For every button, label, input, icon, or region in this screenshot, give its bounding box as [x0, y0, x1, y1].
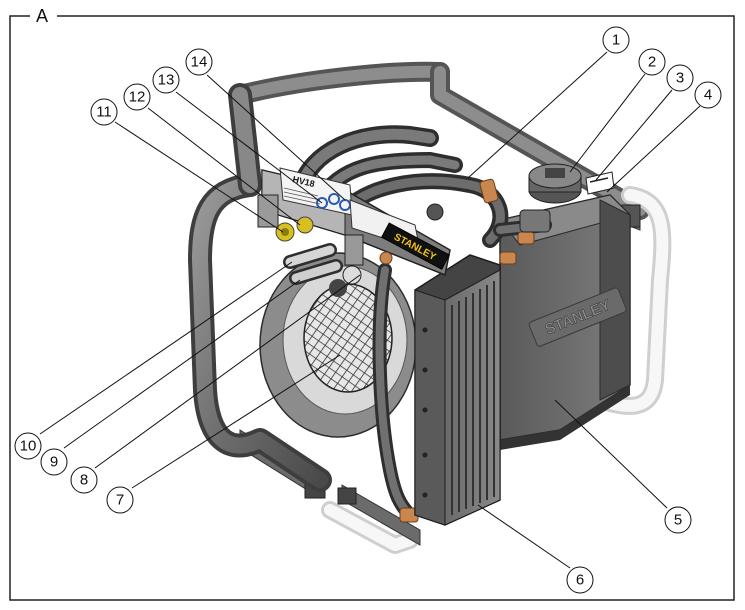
svg-text:1: 1 [612, 32, 620, 49]
leader-8 [94, 274, 361, 469]
svg-text:8: 8 [80, 472, 88, 489]
callout-8: 8 [70, 466, 98, 494]
svg-text:5: 5 [674, 512, 682, 529]
leader-12 [147, 107, 301, 226]
callout-9: 9 [40, 448, 68, 476]
fan-shroud [259, 252, 417, 438]
svg-text:6: 6 [576, 572, 584, 589]
oil-cooler [414, 254, 501, 526]
callout-11: 11 [90, 98, 118, 126]
hose-fittings [399, 178, 551, 523]
callout-7: 7 [106, 486, 134, 514]
callout-6: 6 [566, 566, 594, 594]
callout-4: 4 [694, 81, 722, 109]
callout-13: 13 [152, 66, 180, 94]
leader-11 [114, 121, 284, 233]
leader-lines [39, 51, 701, 569]
leader-3 [595, 89, 673, 181]
callout-2: 2 [638, 48, 666, 76]
svg-text:2: 2 [648, 54, 656, 71]
callout-14: 14 [185, 48, 213, 76]
model-label: HV18 [292, 174, 316, 189]
leader-13 [175, 91, 323, 204]
frame-label: A [36, 6, 48, 26]
svg-text:12: 12 [129, 89, 146, 106]
leader-7 [131, 354, 341, 489]
callout-1: 1 [602, 26, 630, 54]
leader-4 [606, 105, 701, 193]
svg-text:14: 14 [191, 54, 208, 71]
callouts: 1 2 3 4 5 6 7 8 9 10 11 12 13 14 [14, 26, 722, 594]
roll-cage-front [188, 83, 332, 492]
leader-6 [477, 504, 571, 569]
hydraulic-reservoir: STANLEY [499, 163, 631, 450]
callout-12: 12 [123, 83, 151, 111]
leader-5 [554, 399, 668, 509]
svg-text:11: 11 [96, 104, 112, 121]
leader-14 [206, 74, 346, 201]
leader-10 [39, 261, 293, 435]
callout-10: 10 [14, 432, 42, 460]
svg-text:9: 9 [50, 454, 58, 471]
svg-text:10: 10 [20, 438, 37, 455]
svg-text:13: 13 [158, 72, 175, 89]
leader-1 [467, 51, 608, 179]
leader-9 [63, 279, 301, 449]
svg-text:3: 3 [676, 70, 684, 87]
callout-5: 5 [664, 506, 692, 534]
callout-3: 3 [666, 64, 694, 92]
svg-text:7: 7 [116, 492, 124, 509]
leader-2 [569, 73, 646, 173]
valve-manifold: HV18 STANLEY [257, 167, 451, 285]
svg-text:4: 4 [704, 87, 712, 104]
frame-border [9, 15, 735, 601]
